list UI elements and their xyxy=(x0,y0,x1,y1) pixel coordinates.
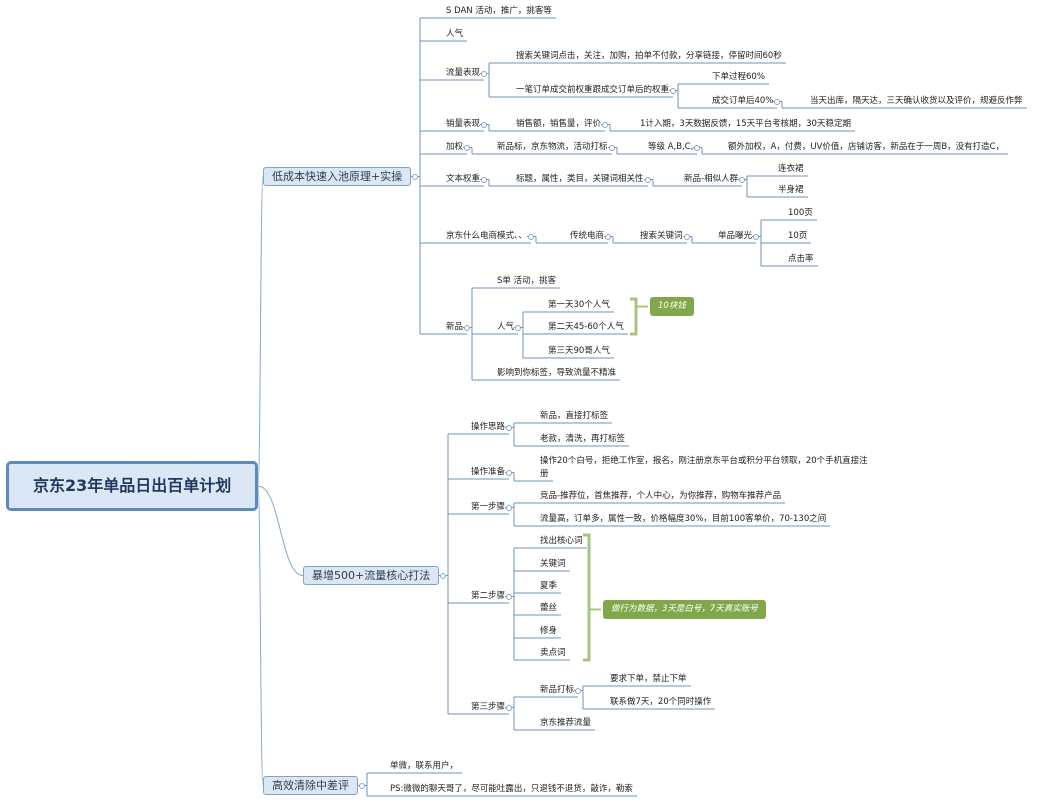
summary-note-ten-yuan[interactable]: 10块钱 xyxy=(650,297,694,316)
topic-click-rate[interactable]: 点击率 xyxy=(788,254,814,264)
topic-new-popularity[interactable]: 人气 xyxy=(497,322,515,332)
summary-bracket-summary-note-behavior-data xyxy=(583,533,591,662)
topic-search-keyword[interactable]: 搜索关键词 xyxy=(640,231,683,241)
topic-new-product-tag[interactable]: 新品标，京东物流，活动打标 xyxy=(497,142,608,152)
topic-extra-weight[interactable]: 额外加权，A，付费，UV价值，店铺访客，新品在于一周B，没有打造C， xyxy=(728,142,1005,152)
branch-traffic-burst[interactable]: 暴增500+流量核心打法 xyxy=(303,566,440,585)
topic-summer[interactable]: 夏季 xyxy=(540,581,558,591)
collapse-toggle[interactable] xyxy=(412,173,418,180)
topic-day-one[interactable]: 第一天30个人气 xyxy=(548,300,610,310)
topic-selling-point[interactable]: 卖点词 xyxy=(540,648,566,658)
collapse-toggle[interactable] xyxy=(694,144,700,151)
topic-new-product[interactable]: 新品 xyxy=(446,322,464,332)
collapse-toggle[interactable] xyxy=(506,704,512,711)
topic-day-two[interactable]: 第二天45-60个人气 xyxy=(548,322,624,332)
topic-high-traffic[interactable]: 流量高，订单多，属性一致，价格幅度30%，目前100客单价，70-130之间 xyxy=(540,514,827,524)
topic-traffic-performance[interactable]: 流量表现 xyxy=(446,68,481,78)
collapse-toggle[interactable] xyxy=(464,324,470,331)
topic-s-order[interactable]: S单 活动，挑客 xyxy=(497,276,557,286)
topic-jd-recommend[interactable]: 京东推荐流量 xyxy=(540,718,592,728)
topic-contact-user[interactable]: 单微，联系用户， xyxy=(390,761,459,771)
topic-step-three[interactable]: 第三步骤 xyxy=(471,702,506,712)
topic-operation-idea[interactable]: 操作思路 xyxy=(471,422,506,432)
topic-level-abc[interactable]: 等级 A,B,C, xyxy=(648,142,694,152)
topic-weighting[interactable]: 加权 xyxy=(446,142,464,152)
topic-slim[interactable]: 修身 xyxy=(540,626,558,636)
collapse-toggle[interactable] xyxy=(753,233,759,240)
collapse-toggle[interactable] xyxy=(481,176,487,183)
collapse-toggle[interactable] xyxy=(515,324,521,331)
topic-step-one[interactable]: 第一步骤 xyxy=(471,502,506,512)
summary-bracket-summary-note-ten-yuan xyxy=(630,297,638,336)
topic-tag-impact[interactable]: 影响到你标签，导致流量不精准 xyxy=(497,368,617,378)
collapse-toggle[interactable] xyxy=(464,144,470,151)
collapse-toggle[interactable] xyxy=(774,98,780,105)
collapse-toggle[interactable] xyxy=(481,70,487,77)
collapse-toggle[interactable] xyxy=(528,233,534,240)
topic-order-rule[interactable]: 要求下单，禁止下单 xyxy=(610,674,687,684)
link-branch-traffic-burst xyxy=(257,485,304,576)
collapse-toggle[interactable] xyxy=(605,233,611,240)
topic-assessment-period[interactable]: 1计入期，3天数据反馈，15天平台考核期，30天稳定期 xyxy=(640,119,851,129)
topic-day-three[interactable]: 第三天90哥人气 xyxy=(548,346,610,356)
branch-low-cost-pool[interactable]: 低成本快速入池原理+实操 xyxy=(263,167,412,186)
topic-prep-line-2[interactable]: 册 xyxy=(540,469,549,479)
topic-title-attributes[interactable]: 标题，属性，类目，关键词相关性 xyxy=(516,174,644,184)
topic-seven-days[interactable]: 联系做7天，20个同时操作 xyxy=(610,697,712,707)
collapse-toggle[interactable] xyxy=(670,87,676,94)
collapse-toggle[interactable] xyxy=(506,504,512,511)
topic-similar-audience[interactable]: 新品-相似人群 xyxy=(684,174,739,184)
topic-step-two[interactable]: 第二步骤 xyxy=(471,591,506,601)
topic-text-weight[interactable]: 文本权重 xyxy=(446,174,481,184)
collapse-toggle[interactable] xyxy=(739,176,745,183)
topic-order-weight[interactable]: 一笔订单成交前权重跟成交订单后的权重 xyxy=(516,85,670,95)
topic-new-item-tag[interactable]: 新品打标 xyxy=(540,685,575,695)
collapse-toggle[interactable] xyxy=(481,121,487,128)
topic-popularity[interactable]: 人气 xyxy=(446,29,464,39)
topic-competitor-slots[interactable]: 竞品-推荐位，首焦推荐，个人中心，为你推荐，购物车推荐产品 xyxy=(540,491,782,501)
topic-100-pages[interactable]: 100页 xyxy=(788,208,813,218)
topic-jd-model[interactable]: 京东什么电商模式、、 xyxy=(446,231,527,241)
topic-dress[interactable]: 连衣裙 xyxy=(778,164,804,174)
topic-lace[interactable]: 蕾丝 xyxy=(540,603,558,613)
collapse-toggle[interactable] xyxy=(609,144,615,151)
topic-operation-prep[interactable]: 操作准备 xyxy=(471,467,506,477)
topic-item-exposure[interactable]: 单品曝光 xyxy=(718,231,753,241)
topic-same-day-delivery[interactable]: 当天出库，隔天达，三天确认收货以及评价，规避反作弊 xyxy=(810,96,1023,106)
topic-10-pages[interactable]: 10页 xyxy=(788,231,808,241)
topic-sales-performance[interactable]: 销量表现 xyxy=(446,119,481,129)
link-branch-clear-bad-reviews xyxy=(257,485,264,786)
topic-search-click[interactable]: 搜索关键词点击，关注，加购，拍单不付款，分享链接，停留时间60秒 xyxy=(516,51,782,61)
topic-traditional-ecom[interactable]: 传统电商 xyxy=(570,231,605,241)
topic-sales-metrics[interactable]: 销售额，销售量，评价 xyxy=(516,119,602,129)
topic-keyword[interactable]: 关键词 xyxy=(540,559,566,569)
collapse-toggle[interactable] xyxy=(684,233,690,240)
topic-prep-line-1[interactable]: 操作20个白号，拒绝工作室，报名，刚注册京东平台或积分平台领取，20个手机直接注 xyxy=(540,456,868,466)
collapse-toggle[interactable] xyxy=(575,687,581,694)
topic-core-word[interactable]: 找出核心词 xyxy=(540,536,583,546)
summary-note-behavior-data[interactable]: 做行为数据，3天是白号，7天真实账号 xyxy=(603,600,766,619)
topic-s-dan[interactable]: S DAN 活动，推广，挑客等 xyxy=(446,6,552,16)
collapse-toggle[interactable] xyxy=(359,782,365,789)
root-topic[interactable]: 京东23年单品日出百单计划 xyxy=(6,461,259,511)
collapse-toggle[interactable] xyxy=(506,469,512,476)
topic-ps-note[interactable]: PS:微微的聊天哥了，尽可能吐露出，只退钱不退货，敲诈，勒索 xyxy=(390,784,633,794)
link-branch-low-cost-pool xyxy=(257,176,264,487)
collapse-toggle[interactable] xyxy=(440,572,446,579)
collapse-toggle[interactable] xyxy=(602,121,608,128)
branch-clear-bad-reviews[interactable]: 高效清除中差评 xyxy=(263,776,358,795)
collapse-toggle[interactable] xyxy=(506,593,512,600)
topic-after-order[interactable]: 成交订单后40% xyxy=(712,96,774,106)
topic-order-process[interactable]: 下单过程60% xyxy=(712,72,765,82)
collapse-toggle[interactable] xyxy=(506,424,512,431)
topic-new-direct-tag[interactable]: 新品，直接打标签 xyxy=(540,411,609,421)
topic-old-clean-tag[interactable]: 老款，清洗，再打标签 xyxy=(540,434,626,444)
collapse-toggle[interactable] xyxy=(645,176,651,183)
topic-skirt[interactable]: 半身裙 xyxy=(778,185,804,195)
